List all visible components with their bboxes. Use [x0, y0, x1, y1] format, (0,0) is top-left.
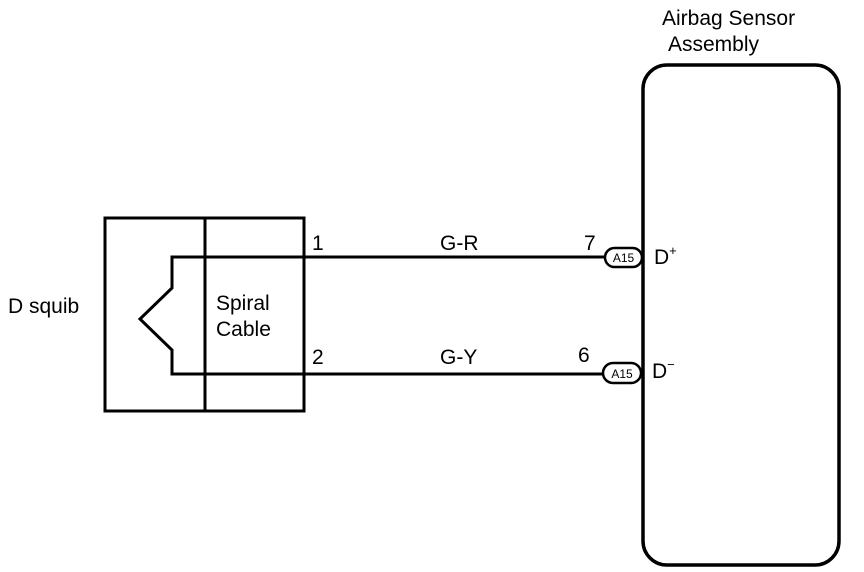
wire-2: 2 G-Y 6 A15 D− — [304, 344, 675, 385]
wire-1-connector-label: A15 — [613, 251, 635, 265]
squib-block — [103, 216, 306, 413]
wire-2-color-code: G-Y — [440, 346, 477, 369]
spiral-cable-label-line1: Spiral — [216, 292, 270, 315]
wire-1-right-pin: 7 — [584, 232, 596, 255]
d-squib-label: D squib — [8, 295, 79, 318]
airbag-sensor-title-line2: Assembly — [668, 33, 760, 56]
wire-1-color-code: G-R — [440, 232, 479, 255]
airbag-sensor-assembly-box — [641, 63, 841, 567]
wire-2-connector-label: A15 — [611, 367, 633, 381]
spiral-cable-label-line2: Cable — [216, 318, 271, 341]
airbag-sensor-title-line1: Airbag Sensor — [662, 7, 795, 30]
wire-1: 1 G-R 7 A15 D+ — [304, 232, 677, 269]
wire-2-terminal: D− — [652, 357, 675, 383]
wire-2-right-pin: 6 — [578, 344, 590, 367]
wire-1-terminal: D+ — [654, 243, 677, 269]
squib-element-symbol — [137, 255, 304, 376]
wire-2-connector-badge — [601, 361, 643, 385]
wire-2-left-pin: 2 — [312, 346, 324, 369]
wire-1-left-pin: 1 — [312, 232, 324, 255]
